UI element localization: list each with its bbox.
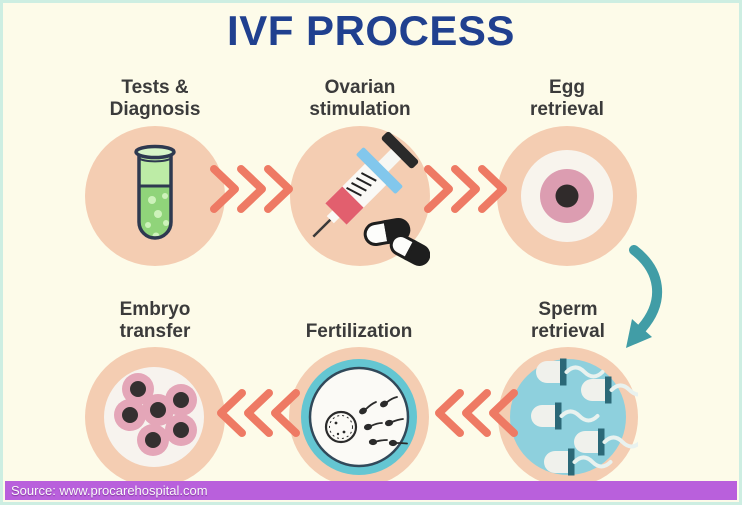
step-circle-fertilization [289,347,429,487]
curved-down-arrow-icon [626,245,663,348]
step-label-egg-retrieval: Egg retrieval [530,77,604,120]
arrow-right-ovarian-to-egg [424,165,507,213]
step-circle-tests-diagnosis [85,126,225,266]
syringe-pills-icon [312,131,430,266]
source-text: Source: www.procarehospital.com [11,483,208,498]
sperm-cells-icon [510,358,638,476]
arrow-right-tests-to-ovarian [210,165,293,213]
step-label-tests-diagnosis: Tests & Diagnosis [109,77,201,120]
step-circle-embryo-transfer [85,347,225,487]
step-label-embryo-transfer: Embryo transfer [119,299,191,342]
fertilization-icon [301,359,417,475]
page-title: IVF PROCESS [227,7,515,54]
egg-cell-icon [521,150,613,242]
step-label-ovarian-stimulation: Ovarian stimulation [309,77,411,120]
arrow-left-sperm-to-fertilization [435,389,518,437]
step-label-sperm-retrieval: Sperm retrieval [531,299,605,342]
step-circle-sperm-retrieval [498,347,638,487]
source-attribution-bar: Source: www.procarehospital.com [5,481,737,500]
step-circle-ovarian-stimulation [290,126,430,266]
arrow-left-fertilization-to-embryo [217,389,300,437]
test-tube-icon [134,144,176,240]
step-circle-egg-retrieval [497,126,637,266]
step-label-fertilization: Fertilization [305,321,413,342]
embryo-cells-icon [104,367,204,467]
